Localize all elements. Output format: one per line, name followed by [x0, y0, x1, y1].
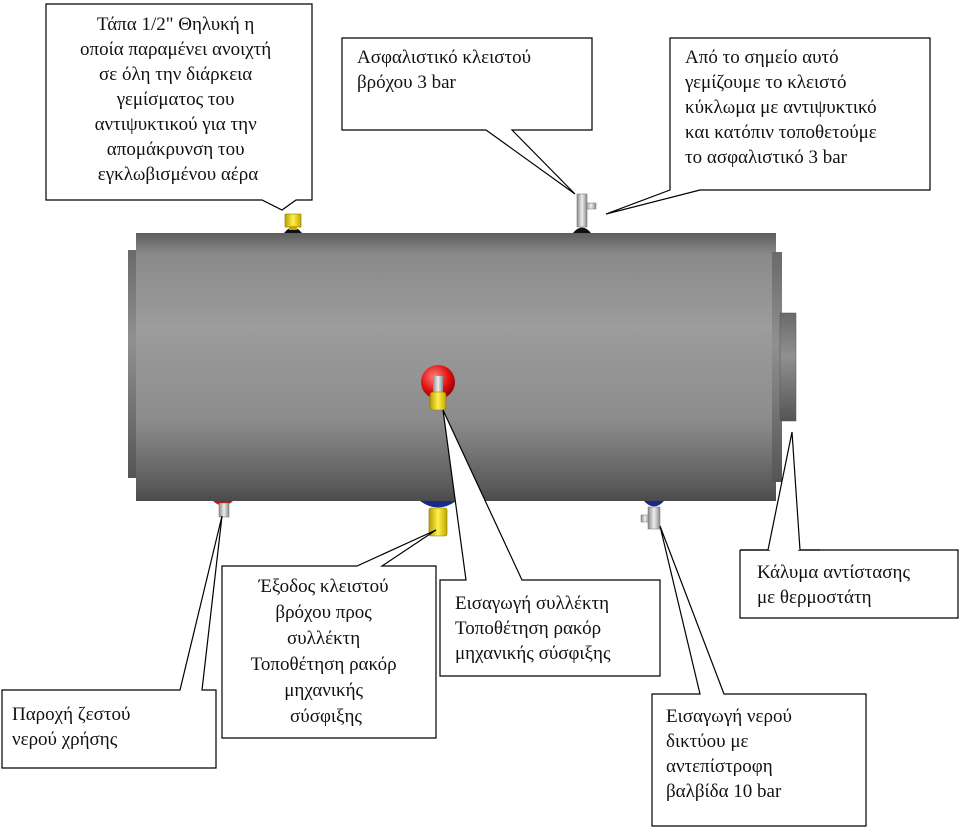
- callout-fill-point: Από το σημείο αυτό γεμίζουμε το κλειστό …: [605, 37, 931, 215]
- hot-water-outlet-fitting: [213, 501, 233, 518]
- callout-air-cap: Τάπα 1/2" Θηλυκή η οποία παραμένει ανοιχ…: [45, 3, 313, 211]
- callout-collector-inlet: Εισαγωγή συλλέκτη Τοποθέτηση ρακόρ μηχαν…: [439, 409, 661, 677]
- heater-cover-text: Κάλυμα αντίστασης με θερμοστάτη: [757, 562, 915, 608]
- heater-cover: [779, 312, 797, 422]
- safety-valve-text: Ασφαλιστικό κλειστού βρόχου 3 bar: [357, 47, 536, 93]
- callout-heater-cover: Κάλυμα αντίστασης με θερμοστάτη: [739, 431, 959, 619]
- fill-point-text: Από το σημείο αυτό γεμίζουμε το κλειστό …: [684, 47, 882, 168]
- collector-inlet-fitting: [421, 365, 455, 411]
- collector-inlet-text: Εισαγωγή συλλέκτη Τοποθέτηση ρακόρ μηχαν…: [455, 593, 614, 664]
- tank-right-end: [772, 252, 782, 482]
- loop-outlet-fitting: [420, 501, 456, 537]
- callout-safety-valve: Ασφαλιστικό κλειστού βρόχου 3 bar: [341, 37, 593, 195]
- mains-inlet-fitting: [640, 501, 664, 530]
- callout-loop-outlet: Έξοδος κλειστού βρόχου προς συλλέκτη Τοπ…: [221, 529, 437, 739]
- hot-water-out-text: Παροχή ζεστού νερού χρήσης: [12, 704, 135, 750]
- mains-inlet-text: Εισαγωγή νερού δικτύου με αντεπίστροφη β…: [666, 706, 797, 802]
- air-cap-text: Τάπα 1/2" Θηλυκή η οποία παραμένει ανοιχ…: [80, 14, 276, 185]
- callout-mains-inlet: Εισαγωγή νερού δικτύου με αντεπίστροφη β…: [651, 525, 867, 827]
- air-cap-fitting: [284, 213, 302, 233]
- safety-valve-fitting: [573, 193, 597, 233]
- loop-outlet-text: Έξοδος κλειστού βρόχου προς συλλέκτη Τοπ…: [251, 576, 402, 727]
- callout-hot-water-out: Παροχή ζεστού νερού χρήσης: [1, 515, 223, 769]
